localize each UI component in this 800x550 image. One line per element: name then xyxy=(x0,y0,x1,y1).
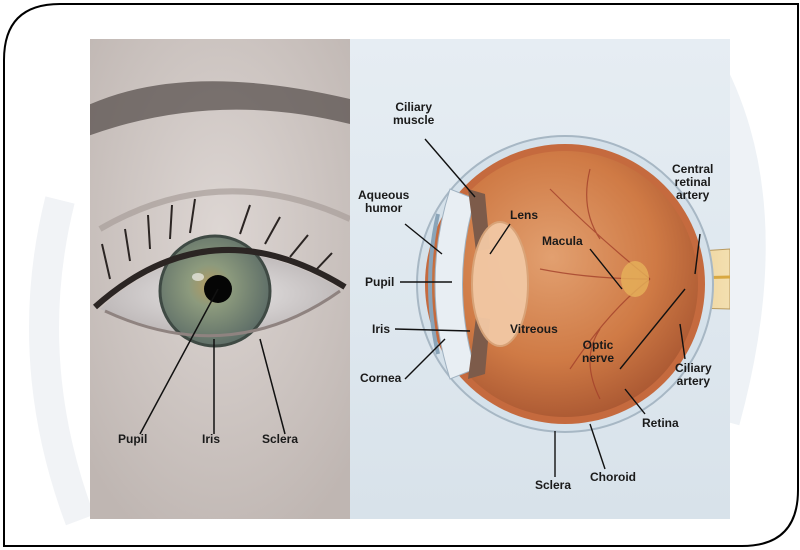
photo-label-sclera: Sclera xyxy=(262,433,298,446)
label-aqueous-humor: Aqueous humor xyxy=(358,189,409,215)
label-retina: Retina xyxy=(642,417,679,430)
label-central-retinal-artery: Central retinal artery xyxy=(672,163,713,202)
photo-label-pupil: Pupil xyxy=(118,433,147,446)
label-macula: Macula xyxy=(542,235,583,248)
label-vitreous: Vitreous xyxy=(510,323,558,336)
label-sclera: Sclera xyxy=(535,479,571,492)
label-cornea: Cornea xyxy=(360,372,401,385)
label-iris: Iris xyxy=(372,323,390,336)
label-lens: Lens xyxy=(510,209,538,222)
label-choroid: Choroid xyxy=(590,471,636,484)
label-ciliary-artery: Ciliary artery xyxy=(675,362,712,388)
label-ciliary-muscle: Ciliary muscle xyxy=(393,101,434,127)
photo-label-iris: Iris xyxy=(202,433,220,446)
eye-photo-panel: Pupil Iris Sclera xyxy=(90,39,350,519)
eye-photo xyxy=(90,39,350,519)
eye-anatomy-diagram: Ciliary muscle Aqueous humor Lens Macula… xyxy=(350,39,730,519)
label-optic-nerve: Optic nerve xyxy=(582,339,614,365)
label-pupil: Pupil xyxy=(365,276,394,289)
